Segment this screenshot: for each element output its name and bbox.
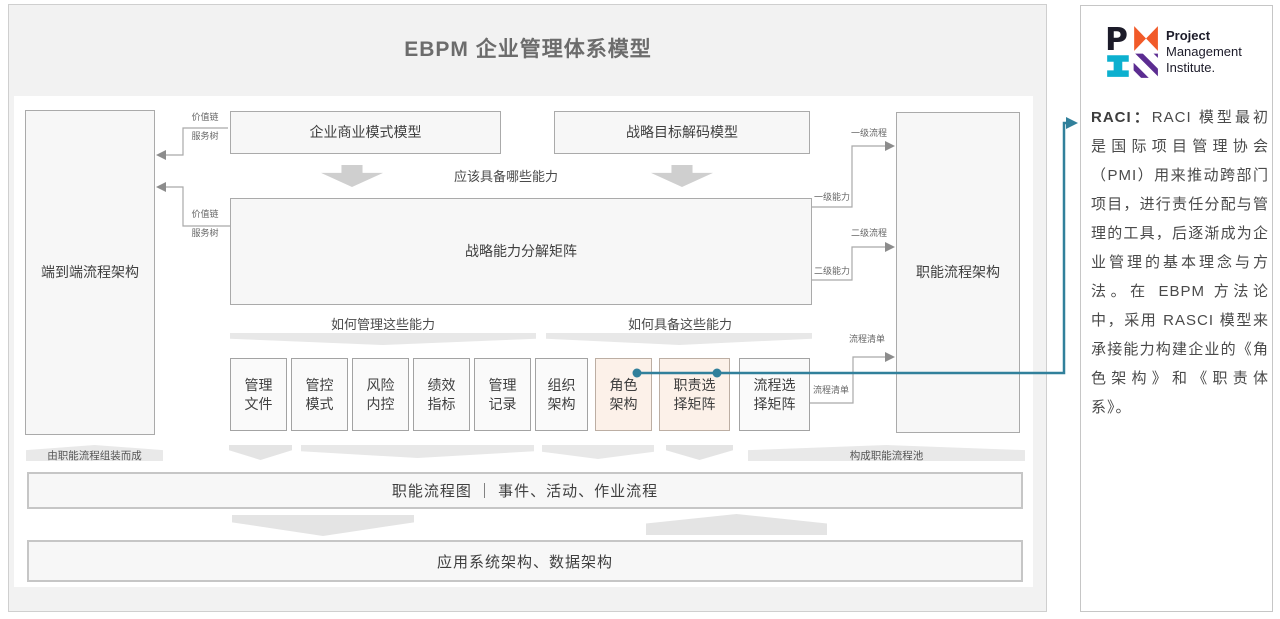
raci-side-panel <box>1080 5 1273 612</box>
responsibility-selection-matrix-box: 职责选 择矩阵 <box>659 358 730 431</box>
question-manage-capabilities: 如何管理这些能力 <box>330 317 435 332</box>
functional-process-map-bar: 职能流程图 ｜ 事件、活动、作业流程 <box>27 472 1023 509</box>
risk-control-box: 风险 内控 <box>352 358 409 431</box>
service-tree-label: 服务树 <box>191 228 219 238</box>
assembled-from-processes-ribbon: 由职能流程组装而成 <box>26 445 163 461</box>
end-to-end-process-architecture-box: 端到端流程架构 <box>25 110 155 435</box>
pmi-logo-icon: P <box>1105 25 1158 78</box>
control-mode-box: 管控 模式 <box>291 358 348 431</box>
functional-process-architecture-box: 职能流程架构 <box>896 112 1020 433</box>
page-title: EBPM 企业管理体系模型 <box>404 38 652 61</box>
value-chain-label: 价值链 <box>191 209 219 219</box>
forms-process-pool-ribbon: 构成职能流程池 <box>748 445 1025 461</box>
level1-process-label: 一级流程 <box>850 128 887 138</box>
organization-architecture-box: 组织 架构 <box>535 358 588 431</box>
management-records-box: 管理 记录 <box>474 358 531 431</box>
svg-text:P: P <box>1105 25 1128 58</box>
role-architecture-box: 角色 架构 <box>595 358 652 431</box>
value-chain-label: 价值链 <box>191 112 219 122</box>
question-possess-capabilities: 如何具备这些能力 <box>627 317 732 332</box>
raci-body: RACI 模型最初是国际项目管理协会（PMI）用来推动跨部门项目，进行责任分配与… <box>1091 109 1269 416</box>
business-model-box: 企业商业模式模型 <box>230 111 501 154</box>
process-selection-matrix-box: 流程选 择矩阵 <box>739 358 810 431</box>
raci-description: RACI：RACI 模型最初是国际项目管理协会（PMI）用来推动跨部门项目，进行… <box>1091 103 1269 422</box>
raci-lead: RACI： <box>1091 109 1152 126</box>
performance-indicator-box: 绩效 指标 <box>413 358 470 431</box>
service-tree-label: 服务树 <box>191 131 219 141</box>
process-list-label: 流程清单 <box>848 334 885 344</box>
management-documents-box: 管理 文件 <box>230 358 287 431</box>
chevron-up-icon <box>646 514 827 535</box>
level1-capability-label: 一级能力 <box>813 192 850 202</box>
level2-capability-label: 二级能力 <box>813 266 850 276</box>
question-which-capabilities: 应该具备哪些能力 <box>453 169 558 184</box>
application-data-architecture-bar: 应用系统架构、数据架构 <box>27 540 1023 582</box>
pmi-logo: P Project Management Institute. <box>1100 21 1265 84</box>
arrow-right-icon <box>1066 117 1078 129</box>
capability-decomposition-matrix-box: 战略能力分解矩阵 <box>230 198 812 305</box>
process-list-label: 流程清单 <box>812 385 849 395</box>
strategy-decoding-box: 战略目标解码模型 <box>554 111 810 154</box>
pmi-logo-text: Project Management Institute. <box>1166 28 1242 75</box>
level2-process-label: 二级流程 <box>850 228 887 238</box>
